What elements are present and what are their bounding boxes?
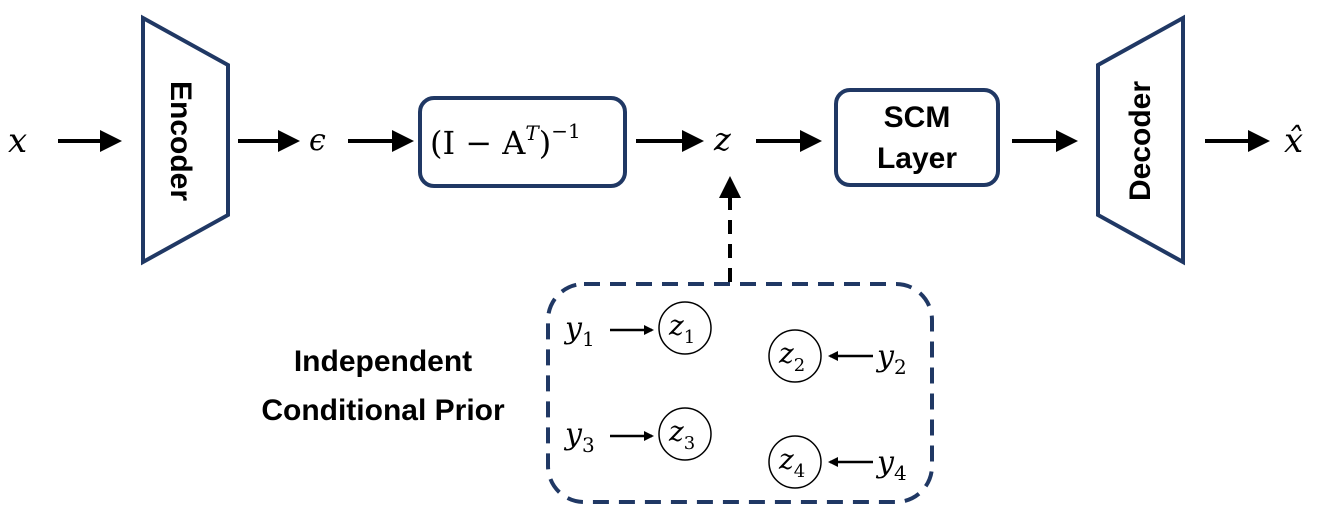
prior-pair-4: z4 y4 [768,435,907,489]
transform-box [418,96,627,188]
transform-formula: (I − AT)−1 [430,119,581,162]
decoder-block [1096,14,1185,266]
z3-node [658,407,712,461]
y2-label: y2 [875,339,907,379]
prior-pair-2: z2 y2 [768,329,907,383]
z2-label: z2 [778,337,805,376]
z4-var: z [778,443,794,476]
decoder-label: Decoder [1124,81,1157,201]
transform-close: ) [539,124,551,162]
z4-node [768,435,822,489]
y4-sub: 4 [894,461,907,485]
scm-label-line2: Layer [877,142,957,175]
prior-title-line2: Conditional Prior [261,394,505,427]
z1-node [658,301,712,355]
y2-sub: 2 [894,355,907,379]
scm-layer-box [834,88,1000,187]
z1-var: z [668,309,684,342]
z2-sub: 2 [794,355,805,376]
output-x-hat: x̂ [1284,121,1303,161]
z2-var: z [778,337,794,370]
prior-title-line1: Independent [294,345,472,378]
prior-pair-1: y1 z1 [563,301,712,355]
z2-node [768,329,822,383]
transform-sup: T [525,121,540,145]
z3-sub: 3 [684,433,695,454]
input-x: x [8,121,27,161]
scm-label-line1: SCM [884,101,951,134]
encoder-label: Encoder [164,81,197,201]
z1-sub: 1 [684,327,695,348]
y3-sub: 3 [582,433,595,457]
z3-label: z3 [668,415,695,454]
epsilon-symbol: ϵ [309,123,326,158]
z4-label: z4 [778,443,805,482]
transform-main: (I − A [430,124,526,162]
y3-label: y3 [563,417,595,457]
y1-var: y [563,311,583,346]
latent-z: z [713,120,732,158]
y4-label: y4 [875,445,907,485]
z4-sub: 4 [794,461,805,482]
y2-var: y [875,339,895,374]
encoder-block [141,14,230,266]
z3-var: z [668,415,684,448]
y1-label: y1 [563,311,595,351]
prior-pair-3: y3 z3 [563,407,712,461]
prior-box [546,282,934,504]
transform-exp: −1 [551,119,580,143]
y1-sub: 1 [582,327,595,351]
y3-var: y [563,417,583,452]
z1-label: z1 [668,309,695,348]
y4-var: y [875,445,895,480]
